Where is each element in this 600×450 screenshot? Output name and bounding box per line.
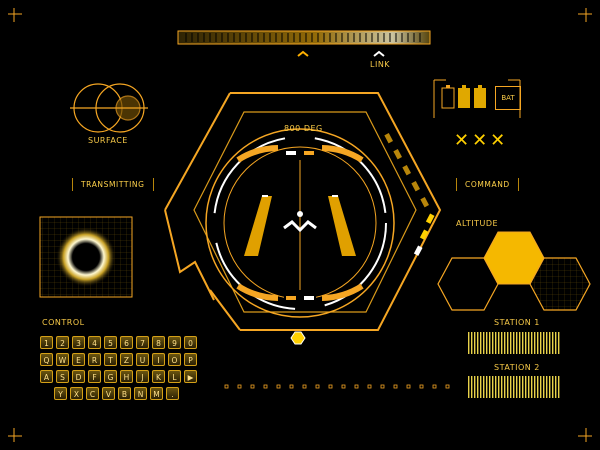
key-button[interactable]: 2	[56, 336, 69, 349]
key-button[interactable]: Z	[120, 353, 133, 366]
altitude-hexes	[437, 231, 591, 311]
key-button[interactable]: 1	[40, 336, 53, 349]
command-button[interactable]: COMMAND	[456, 178, 519, 191]
corner-brackets	[8, 8, 592, 442]
key-button[interactable]: O	[168, 353, 181, 366]
chevron-up-icon[interactable]	[373, 50, 385, 57]
key-button[interactable]: T	[104, 353, 117, 366]
key-button[interactable]: 3	[72, 336, 85, 349]
key-button[interactable]: P	[184, 353, 197, 366]
key-button[interactable]: N	[134, 387, 147, 400]
battery-badge: BAT	[495, 86, 521, 110]
inner-hex-frame	[193, 111, 417, 313]
station-2-bars	[467, 376, 561, 398]
key-button[interactable]: U	[136, 353, 149, 366]
central-hex-frame	[164, 92, 442, 331]
aircraft-reticle-icon	[283, 220, 317, 233]
key-button[interactable]: H	[120, 370, 133, 383]
key-button[interactable]: R	[88, 353, 101, 366]
key-button[interactable]: I	[152, 353, 165, 366]
reticle-dot	[297, 211, 303, 217]
hex-right-dashes	[384, 133, 435, 256]
key-button[interactable]: B	[118, 387, 131, 400]
hexagon-icon[interactable]	[290, 331, 306, 345]
key-button[interactable]: 7	[136, 336, 149, 349]
key-button[interactable]: 5	[104, 336, 117, 349]
glow-ring-icon	[56, 227, 116, 287]
transmitting-button[interactable]: TRANSMITTING	[72, 178, 154, 191]
key-button[interactable]: Y	[54, 387, 67, 400]
radar-box	[39, 216, 133, 298]
x-marks: ✕✕✕	[454, 130, 509, 151]
station-1-bars	[467, 332, 561, 354]
venn-circles-icon	[70, 83, 148, 133]
battery-icon	[441, 85, 486, 109]
key-button[interactable]: ▶	[184, 370, 197, 383]
chevron-up-icon[interactable]	[297, 50, 309, 57]
link-label: LINK	[370, 60, 391, 69]
key-button[interactable]: X	[70, 387, 83, 400]
key-button[interactable]: S	[56, 370, 69, 383]
surface-label: SURFACE	[88, 136, 128, 145]
key-button[interactable]: 6	[120, 336, 133, 349]
key-button[interactable]: D	[72, 370, 85, 383]
key-button[interactable]: L	[168, 370, 181, 383]
heading-readout: 800 DEG	[284, 124, 323, 133]
key-button[interactable]: A	[40, 370, 53, 383]
key-button[interactable]: 8	[152, 336, 165, 349]
altitude-label: ALTITUDE	[456, 219, 499, 228]
attitude-gauge	[205, 128, 395, 318]
control-label: CONTROL	[42, 318, 85, 327]
key-button[interactable]: F	[88, 370, 101, 383]
key-button[interactable]: M	[150, 387, 163, 400]
key-button[interactable]: Q	[40, 353, 53, 366]
key-button[interactable]: W	[56, 353, 69, 366]
station-2-label: STATION 2	[494, 363, 540, 372]
key-button[interactable]: .	[166, 387, 179, 400]
key-button[interactable]: V	[102, 387, 115, 400]
key-button[interactable]: C	[86, 387, 99, 400]
key-button[interactable]: K	[152, 370, 165, 383]
key-button[interactable]: E	[72, 353, 85, 366]
key-button[interactable]: 9	[168, 336, 181, 349]
dotted-track	[224, 384, 450, 389]
key-button[interactable]: 0	[184, 336, 197, 349]
key-button[interactable]: J	[136, 370, 149, 383]
attitude-chevrons	[244, 195, 356, 256]
link-signal-bar	[177, 30, 431, 45]
key-button[interactable]: G	[104, 370, 117, 383]
key-button[interactable]: 4	[88, 336, 101, 349]
station-1-label: STATION 1	[494, 318, 540, 327]
